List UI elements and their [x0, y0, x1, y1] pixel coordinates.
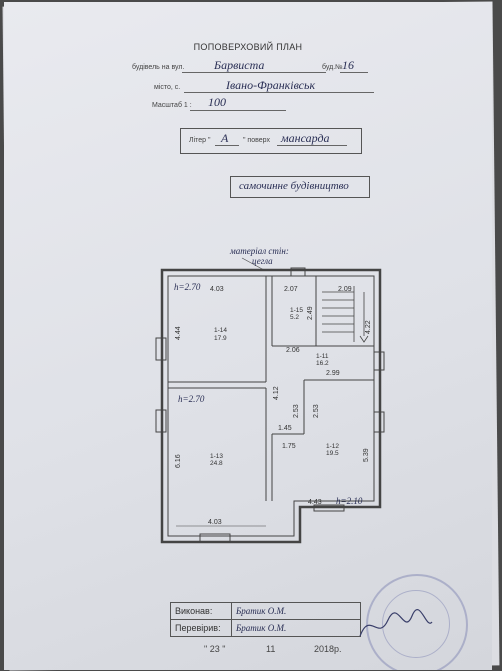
inner-wall-line: [167, 275, 375, 537]
scale-value: 100: [208, 95, 226, 109]
city-label: місто, с.: [154, 84, 181, 91]
city-underline: [184, 92, 374, 93]
dim-hall-height: 4.12: [273, 386, 280, 400]
room-15-id: 1-15: [290, 307, 303, 314]
dim-room-12-offset: 1.75: [282, 443, 296, 450]
street-value: Барвиста: [214, 58, 265, 72]
dim-top-left-width: 4.03: [210, 286, 224, 293]
room-14-area: 17.9: [214, 335, 227, 342]
partition-vertical-top: [265, 276, 273, 382]
city-value: Івано-Франківськ: [226, 78, 316, 92]
building-underline: [340, 72, 368, 73]
building-number: 16: [342, 58, 354, 72]
height-room-13: h=2.70: [178, 394, 205, 404]
room-11-id: 1-11: [316, 353, 329, 360]
dim-left-top-height: 4.44: [175, 326, 182, 340]
scale-label: Масштаб 1 :: [152, 102, 192, 109]
dim-room-12-width: 4.43: [308, 499, 322, 506]
executed-name: Братик О.М.: [231, 602, 361, 620]
dim-passage-width: 1.45: [278, 425, 292, 432]
stamp-inner-ring: [382, 590, 450, 658]
wall-material-leader: [241, 257, 265, 271]
partition-horizontal-left: [168, 381, 266, 389]
checked-name: Братик О.М.: [231, 619, 361, 637]
liter-label: Літер ": [189, 137, 211, 144]
date-month: 11: [266, 644, 276, 654]
windows: [155, 267, 385, 543]
dim-stair-width: 2.09: [338, 286, 352, 293]
room-12-id: 1-12: [326, 443, 339, 450]
date-year: 2018р.: [314, 644, 342, 654]
room-13-area: 24.8: [210, 460, 223, 467]
construction-note: самочинне будівництво: [239, 180, 349, 192]
dim-corridor-height: 2.49: [307, 306, 314, 320]
height-room-14: h=2.70: [174, 282, 201, 292]
room-11-area: 16.2: [316, 360, 329, 367]
building-label: буд.№: [322, 64, 343, 71]
official-stamp-icon: [366, 574, 468, 670]
wall-material-label: матеріал стін:: [229, 246, 289, 256]
executed-label: Виконав:: [170, 602, 232, 620]
dim-corridor-width: 2.07: [284, 286, 298, 293]
dim-passage-height-a: 2.53: [293, 404, 300, 418]
floor-value: мансарда: [281, 131, 330, 145]
partition-vertical-bottom: [265, 388, 273, 501]
dim-passage-height-b: 2.53: [313, 404, 320, 418]
room-12-area: 19.5: [326, 450, 339, 457]
dim-left-bottom-height: 6.16: [175, 454, 182, 468]
signature-table: Виконав: Братик О.М. Перевірив: Братик О…: [170, 602, 361, 637]
floor-plan-drawing: матеріал стін: цегла h=2.70 h=2.70 h=2.1…: [155, 246, 385, 544]
document-title: ПОПОВЕРХОВИЙ ПЛАН: [193, 42, 303, 52]
dim-bottom-left-width: 4.03: [208, 519, 222, 526]
construction-note-box: самочинне будівництво: [230, 176, 370, 198]
room-14-id: 1-14: [214, 327, 227, 334]
floor-underline: [277, 145, 347, 146]
floor-plan-sheet: ПОПОВЕРХОВИЙ ПЛАН будівель на вул. Барви…: [4, 2, 492, 670]
date-day: " 23 ": [204, 644, 226, 654]
dim-right-bottom-height: 5.39: [363, 448, 370, 462]
dim-hall-width: 2.06: [286, 347, 300, 354]
liter-value: А: [221, 131, 229, 145]
liter-floor-box: Літер " А " поверх мансарда: [180, 128, 362, 154]
outer-wall: [160, 268, 382, 544]
dim-room-11-width: 2.99: [326, 370, 340, 377]
partition-room-12: [272, 379, 374, 435]
wall-material-value: цегла: [252, 256, 273, 266]
street-underline: [182, 72, 326, 73]
checked-label: Перевірив:: [170, 619, 232, 637]
room-13-id: 1-13: [210, 453, 223, 460]
floor-label: " поверх: [243, 137, 270, 144]
street-label: будівель на вул.: [132, 64, 185, 71]
dim-stair-height: 4.22: [365, 320, 372, 334]
signature-scribble-icon: [359, 609, 433, 637]
scale-underline: [190, 110, 286, 111]
staircase: [322, 286, 369, 343]
room-15-area: 5.2: [290, 314, 299, 321]
height-room-12: h=2.10: [336, 496, 363, 506]
liter-underline: [215, 145, 239, 146]
